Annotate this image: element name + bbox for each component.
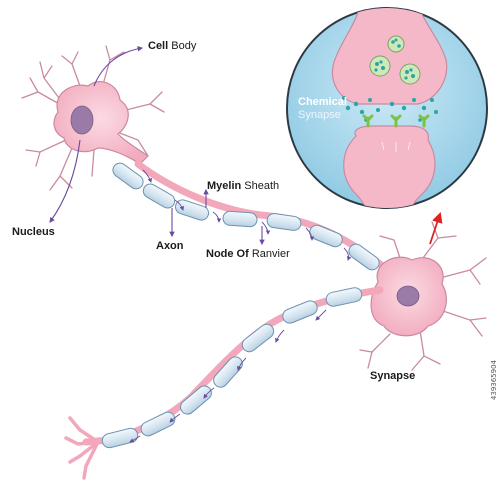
cell-body-label: Cell Body <box>148 40 197 52</box>
label-pointers <box>49 46 265 246</box>
nucleus-shape <box>70 105 94 135</box>
stock-id: 439365904 <box>490 360 498 401</box>
chemical-synapse-label: Chemical Synapse <box>298 96 347 121</box>
flow-arrows-lower <box>129 309 327 443</box>
synapse-label: Synapse <box>370 370 416 382</box>
synaptic-vesicles <box>369 35 421 85</box>
postsynaptic-terminal <box>343 125 436 208</box>
flow-arrows-upper <box>142 169 352 261</box>
neurotransmitters <box>342 96 438 122</box>
cell-body <box>21 45 165 191</box>
lower-nucleus-shape <box>396 285 420 307</box>
chemical-synapse-zoom <box>286 7 488 209</box>
dendrites-upper <box>21 45 165 191</box>
axon-label: Axon <box>156 240 184 252</box>
node-of-ranvier-label: Node Of Ranvier <box>206 248 290 260</box>
receptors <box>362 114 430 128</box>
lower-cell-body <box>359 221 487 371</box>
myelin-sheath-label: Myelin Sheath <box>207 180 280 192</box>
myelin-sheaths-upper <box>112 162 380 271</box>
myelin-sheaths-lower <box>101 287 363 449</box>
nucleus-label: Nucleus <box>12 226 55 238</box>
zoom-indicator-arrow <box>429 211 443 245</box>
axon-terminal <box>64 416 100 480</box>
